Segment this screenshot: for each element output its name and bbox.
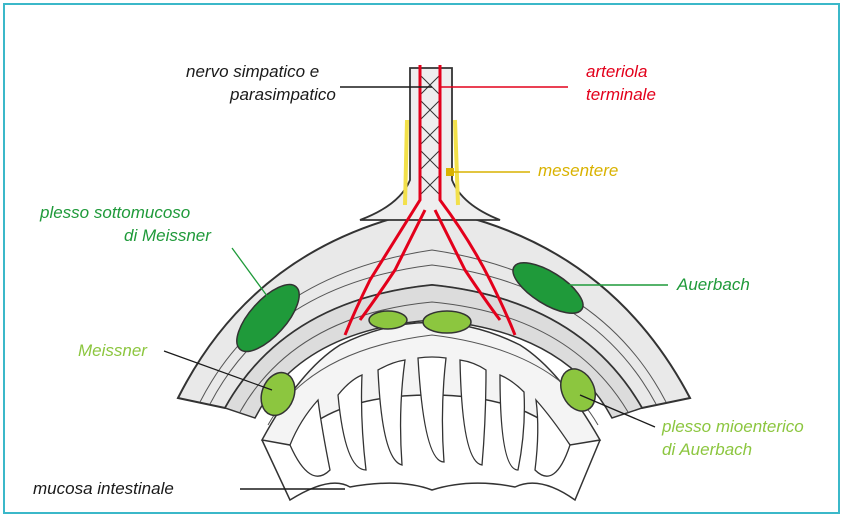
mesentery-marker [446, 168, 454, 176]
myenteric-plexus-label-line2: di Auerbach [662, 439, 752, 461]
auerbach-label: Auerbach [677, 274, 750, 296]
submucosal-plexus-label-line1: plesso sottomucoso [40, 202, 190, 224]
submucosal-plexus-label-line2: di Meissner [124, 225, 211, 247]
meissner-plexus-center-right [423, 311, 471, 333]
arteriole-label-line2: terminale [586, 84, 656, 106]
meissner-plexus-center-left [369, 311, 407, 329]
myenteric-plexus-label-line1: plesso mioenterico [662, 416, 804, 438]
mesentery-stalk [360, 68, 500, 220]
meissner-label: Meissner [78, 340, 147, 362]
mesentery-label: mesentere [538, 160, 618, 182]
nerve-label-line1: nervo simpatico e [186, 61, 319, 83]
mesentery-yellow-left [405, 120, 407, 205]
leader-submucosal [232, 248, 270, 300]
mucosa-label: mucosa intestinale [33, 478, 174, 500]
arteriole-label-line1: arteriola [586, 61, 647, 83]
nerve-label-line2: parasimpatico [230, 84, 336, 106]
